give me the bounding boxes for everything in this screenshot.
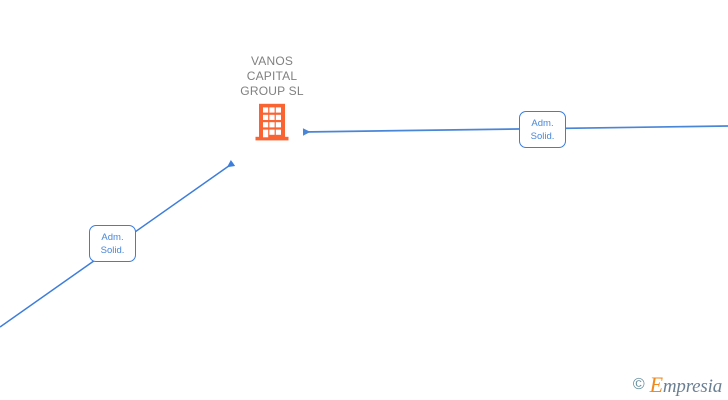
brand-logo-empresia: Empresia	[649, 372, 723, 397]
company-name-label: VANOS CAPITAL GROUP SL	[240, 54, 304, 98]
relation-label-line-1: Adm.	[531, 117, 554, 129]
brand-initial: E	[649, 372, 663, 397]
relation-box-adm-solid-left[interactable]: Adm. Solid.	[89, 225, 136, 262]
building-icon[interactable]	[255, 103, 289, 141]
relation-label-line-2: Solid.	[530, 130, 555, 142]
copyright-icon: ©	[632, 376, 645, 393]
relation-label-line-2: Solid.	[100, 244, 125, 256]
relation-box-adm-solid-right[interactable]: Adm. Solid.	[519, 111, 566, 148]
relation-label-line-1: Adm.	[101, 231, 124, 243]
watermark: © Empresia	[632, 372, 723, 397]
edge-right-to-company	[302, 125, 728, 136]
brand-rest: mpresia	[662, 376, 722, 397]
company-node[interactable]: VANOS CAPITAL GROUP SL	[198, 54, 346, 141]
